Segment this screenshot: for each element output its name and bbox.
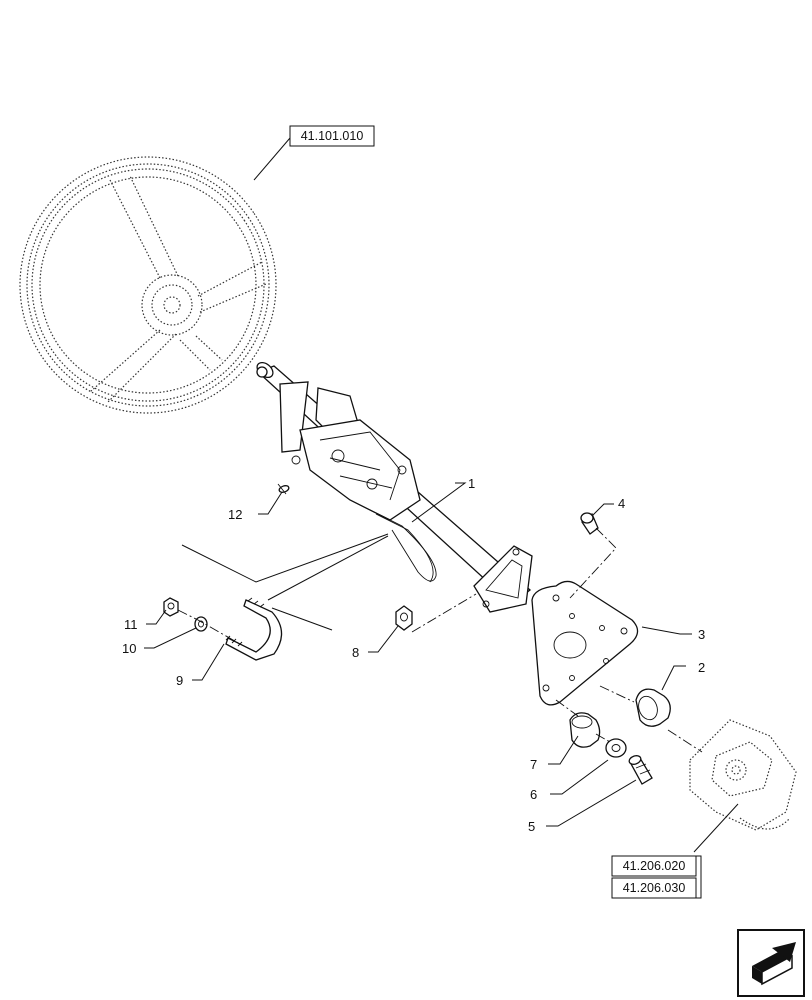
section-cut-lines [181, 533, 389, 631]
ref-label-steering-wheel[interactable]: 41.101.010 [301, 129, 364, 143]
nut-part-8 [395, 605, 413, 631]
ref-label-valve-b[interactable]: 41.206.030 [623, 881, 686, 895]
callout-7: 7 [530, 757, 537, 772]
bolt-part-5 [628, 755, 653, 785]
bushing-part-7 [569, 712, 601, 748]
callout-4: 4 [618, 496, 625, 511]
callout-12: 12 [228, 507, 242, 522]
mounting-plate-part-3 [531, 580, 639, 706]
ref-label-valve-a[interactable]: 41.206.020 [623, 859, 686, 873]
ref-box-valve-b[interactable]: 41.206.030 [611, 877, 697, 899]
callout-10: 10 [122, 641, 136, 656]
callout-3: 3 [698, 627, 705, 642]
nut-part-11 [163, 597, 179, 617]
o-ring-part-12 [277, 483, 290, 495]
washer-part-10 [194, 616, 208, 632]
ref-box-valve-a[interactable]: 41.206.020 [611, 855, 697, 877]
spacer-part-2 [635, 688, 671, 727]
callout-11: 11 [124, 617, 138, 632]
callout-8: 8 [352, 645, 359, 660]
ref-bracket [696, 855, 702, 899]
bolt-part-4 [580, 512, 599, 535]
assembly-centerlines [177, 527, 703, 753]
callout-6: 6 [530, 787, 537, 802]
callout-5: 5 [528, 819, 535, 834]
callout-9: 9 [176, 673, 183, 688]
steering-valve-phantom [689, 719, 797, 831]
next-page-arrow-icon[interactable] [737, 929, 805, 997]
steering-wheel-phantom [19, 156, 277, 414]
ref-box-steering-wheel[interactable]: 41.101.010 [289, 125, 375, 147]
u-bolt-part-9 [225, 597, 283, 661]
steering-column-part-1 [256, 361, 533, 613]
leader-lines [144, 137, 739, 853]
washer-part-6 [605, 738, 627, 758]
callout-2: 2 [698, 660, 705, 675]
callout-1: 1 [468, 476, 475, 491]
